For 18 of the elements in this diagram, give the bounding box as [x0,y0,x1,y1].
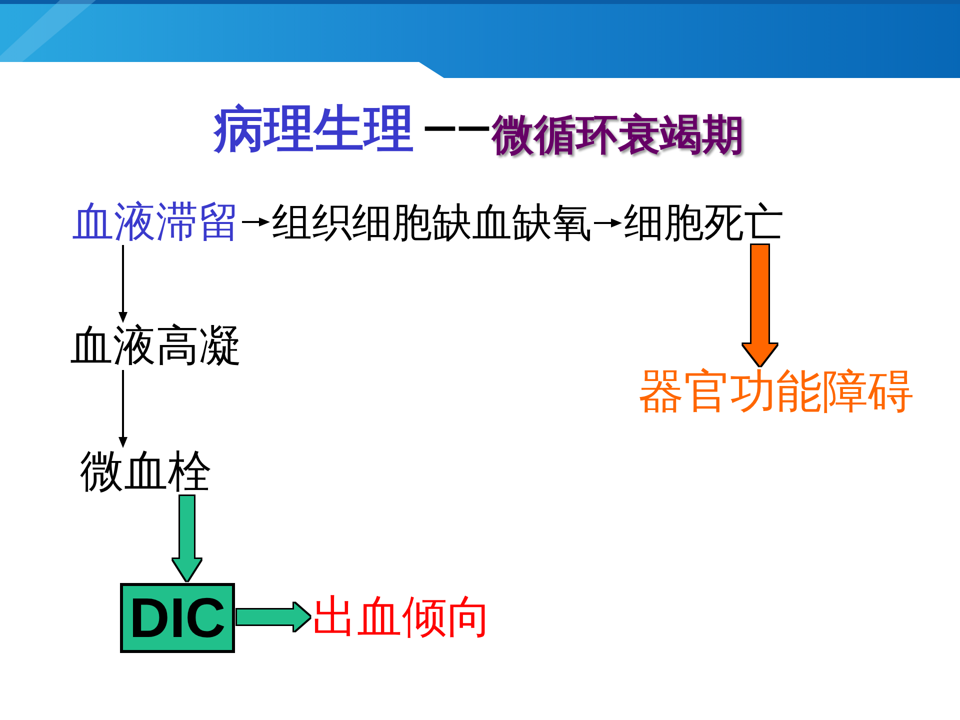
step-text: 血液高凝 [70,325,242,368]
process-box: DIC [120,583,235,653]
outcome-text: 器官功能障碍 [638,368,914,414]
title-dash: —— [423,110,491,144]
slide-title: 病理生理 [214,104,414,154]
arrow [118,370,128,448]
block-arrow [237,603,310,631]
subtitle: 微循环衰竭期 [492,114,744,156]
block-arrow [743,245,777,366]
step-text: 血液滞留 [72,201,240,243]
step-text: 细胞死亡 [624,203,784,243]
arrow [242,218,270,226]
arrow [118,245,128,323]
block-arrow [173,496,201,581]
step-text: 组织细胞缺血缺氧 [272,203,592,243]
outcome-text: 出血倾向 [312,594,492,639]
arrow [594,218,622,228]
step-text: 微血栓 [80,450,212,494]
